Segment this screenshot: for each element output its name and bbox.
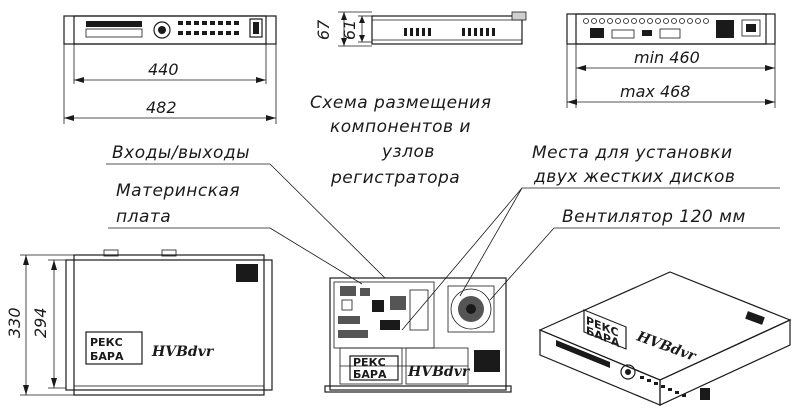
label-fan: Вентилятор 120 мм [562,207,746,227]
rear-port-block-c [642,30,652,36]
iso-jog-dial [620,364,636,380]
front-power-switch [249,18,263,38]
label-mainboard-line2: плата [116,207,171,227]
scheme-title-line3: узлов [381,142,435,162]
side-housing [371,15,523,45]
front-display-slot [86,21,142,27]
top-cover [73,254,265,396]
scheme-title-line1: Схема размещения [310,93,491,113]
dim-294: 294 [31,307,50,338]
rear-port-block-a [590,28,604,38]
scheme-title-line2: компонентов и [330,117,471,137]
dim-440: 440 [148,60,179,79]
label-hdd-line1: Места для установки [532,143,733,163]
dim-482: 482 [146,98,177,117]
top-housing [65,259,273,391]
scheme-title-line4: регистратора [330,168,460,188]
iso-button-row [640,376,686,397]
front-view: 440 482 [63,15,277,124]
layout-model-name: HVBdvr [407,364,471,380]
front-power-switch-rocker [253,22,259,34]
iso-display [556,340,610,368]
layout-hdd-bays [339,347,469,385]
layout-brand-logo: РЕКС БАРА [349,355,399,381]
label-io: Входы/выходы [112,143,250,163]
front-panel [73,15,267,45]
component-layout: РЕКС БАРА HVBdvr [324,277,512,393]
dim-max-468: max 468 [620,82,690,101]
rear-power-inlet [741,19,761,37]
top-label-plate [236,264,258,282]
dim-67: 67 [314,19,333,40]
dim-330: 330 [5,307,24,338]
top-model-name: HVBdvr [151,344,215,360]
side-vent-slots [404,28,495,36]
rear-bnc-connectors [583,18,709,24]
front-jog-dial [153,21,171,39]
layout-cpu [372,300,384,312]
top-view: РЕКС БАРА HVBdvr 330 294 [5,249,273,396]
front-button-row [178,21,239,35]
iso-side-face [659,319,791,406]
iso-model-name: HVBdvr [634,328,699,365]
front-jog-dial-center [158,26,166,34]
iso-top-face [538,271,792,381]
rear-port-block-b [611,29,635,39]
side-view: 67 61 [314,11,527,47]
top-brand-logo: РЕКС БАРА [85,331,143,365]
iso-brand-logo: РЕКС БАРА [583,309,627,350]
dim-min-460: min 460 [634,48,700,67]
front-drive-bay [85,28,143,38]
dim-61: 61 [340,20,359,40]
rear-fan-grille [716,20,734,38]
svg-text:БАРА: БАРА [353,368,387,381]
iso-label-plate [745,311,765,325]
iso-power-switch [700,388,710,400]
side-rear-bracket [511,11,527,21]
isometric-view: РЕКС БАРА HVBdvr [538,271,792,406]
rear-panel [575,13,767,45]
rear-view: min 460 max 468 [566,13,776,108]
svg-text:РЕКС: РЕКС [90,336,123,349]
svg-text:РЕКС: РЕКС [353,356,386,369]
rear-port-block-d [659,28,681,39]
layout-fan [447,285,495,333]
label-hdd-line2: двух жестких дисков [533,167,735,187]
layout-chassis [329,277,507,391]
scheme-title: Схема размещения компонентов и узлов рег… [310,93,491,188]
svg-text:БАРА: БАРА [90,350,124,363]
leader-lines [269,163,555,331]
label-mainboard-line1: Материнская [116,181,240,201]
